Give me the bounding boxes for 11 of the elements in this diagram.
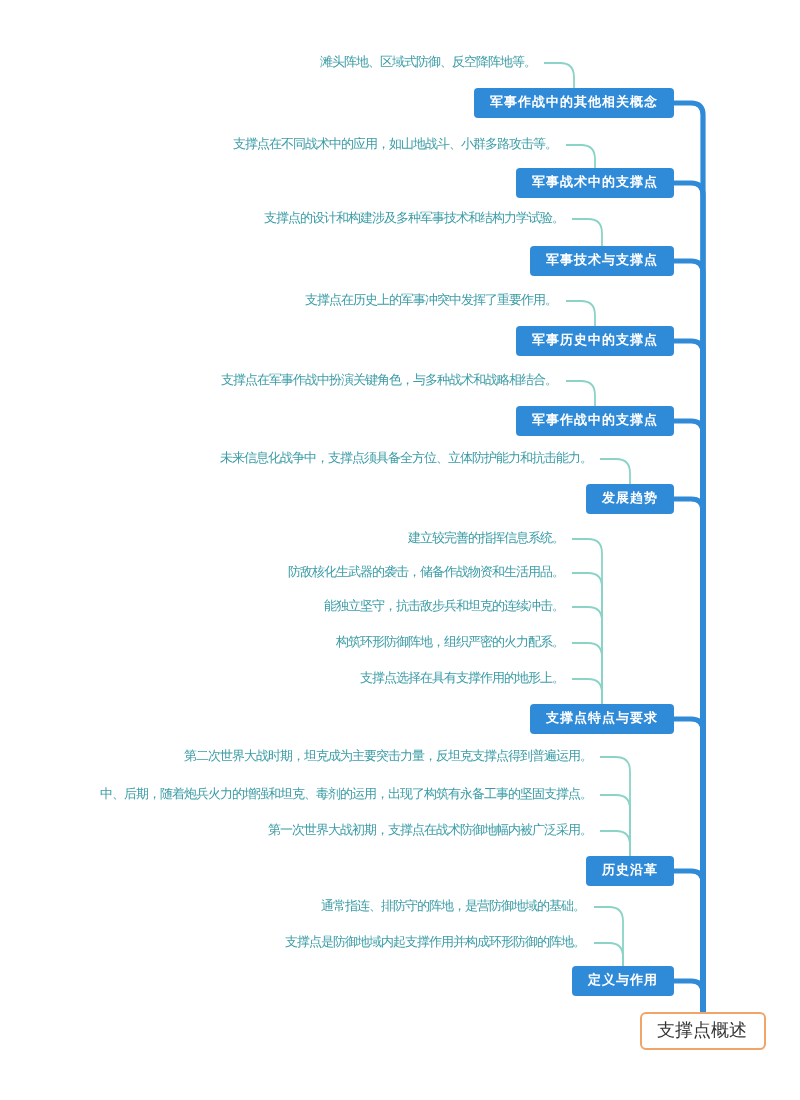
connector-line	[674, 978, 706, 1012]
connector-line	[543, 62, 575, 89]
connector-line	[593, 942, 624, 967]
connector-line	[565, 144, 596, 169]
connector-line	[565, 300, 596, 327]
connector-line	[565, 380, 596, 407]
connector-line	[571, 678, 603, 705]
connector-line	[599, 830, 631, 857]
connector-line	[571, 218, 603, 247]
connector-line	[599, 458, 631, 485]
central-topic-box: 支撑点概述	[639, 1012, 765, 1050]
